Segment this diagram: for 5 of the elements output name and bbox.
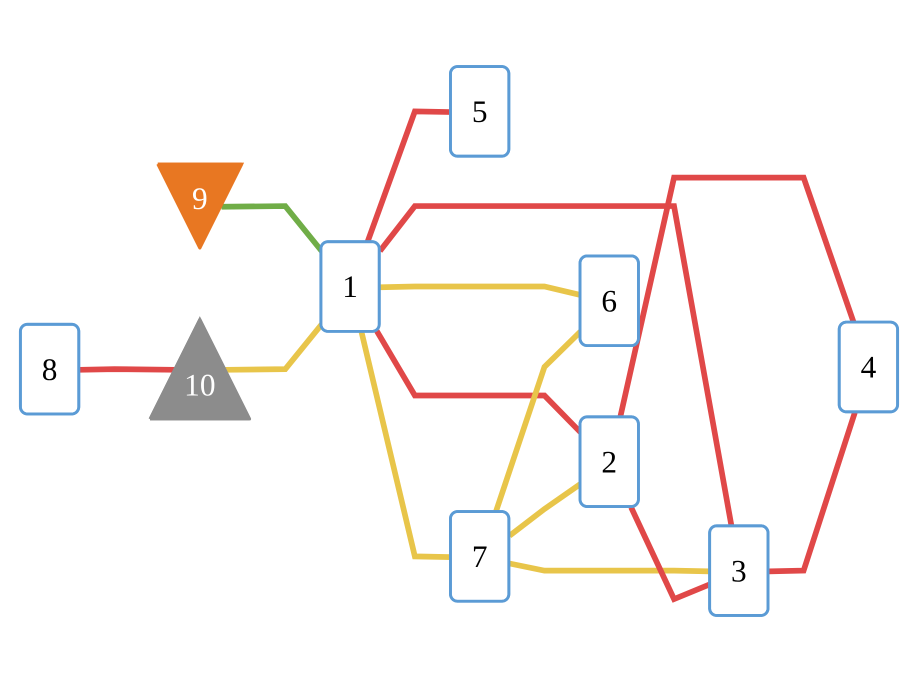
connector bbox=[508, 560, 710, 574]
connector bbox=[768, 412, 858, 574]
connector bbox=[79, 366, 176, 373]
connector bbox=[378, 203, 734, 527]
connector bbox=[225, 322, 324, 373]
